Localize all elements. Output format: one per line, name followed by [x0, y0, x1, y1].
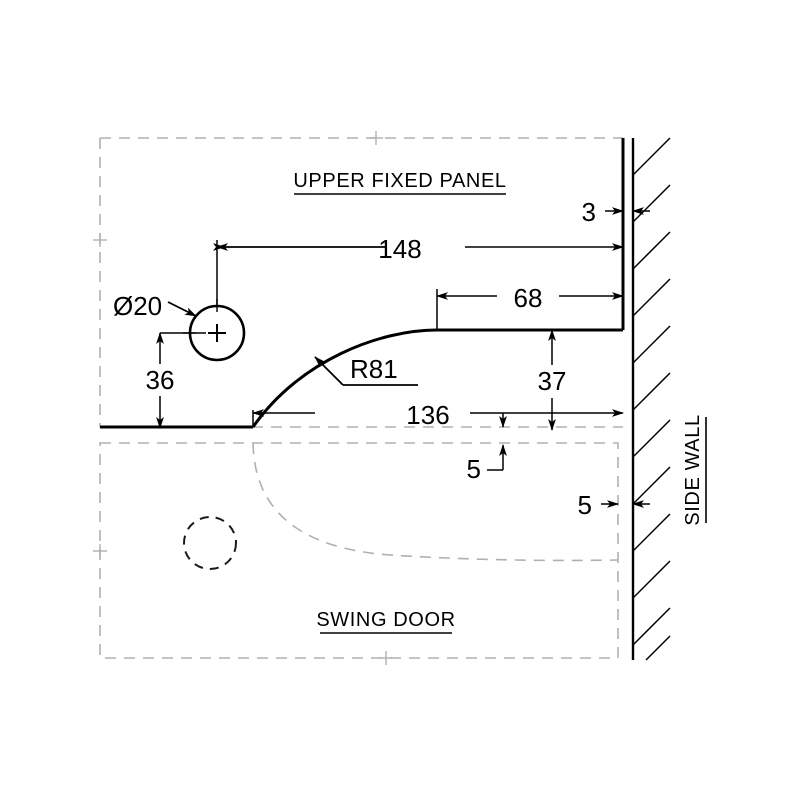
dim-5-wall-label: 5: [578, 490, 592, 520]
diameter-label: Ø20: [113, 291, 162, 321]
upper-panel-hidden-outline: [99, 137, 623, 428]
dim-136-lines: [252, 409, 624, 427]
dim-68-lines: [436, 289, 624, 330]
dim-3-label: 3: [582, 197, 596, 227]
side-wall-label: SIDE WALL: [682, 414, 704, 525]
dim-36-label: 36: [146, 365, 175, 395]
dim-148-lines: [213, 240, 624, 307]
dim-136-label: 136: [406, 400, 449, 430]
swing-door-arc-hidden: [252, 442, 619, 562]
dim-37-label: 37: [538, 366, 567, 396]
upper-panel-label: UPPER FIXED PANEL: [293, 170, 506, 192]
upper-panel-centre-tick: [93, 131, 383, 247]
dim-5-gap-label: 5: [467, 454, 481, 484]
swing-door-hole-hidden: [183, 516, 237, 570]
swing-door-label-group: SWING DOOR: [316, 609, 455, 634]
side-wall-label-group: SIDE WALL: [682, 414, 707, 526]
diameter-leader: [167, 301, 197, 317]
swing-door-label: SWING DOOR: [316, 609, 455, 631]
dim-36-lines: [156, 332, 206, 429]
dim-68-label: 68: [514, 283, 543, 313]
radius-leader: [314, 356, 418, 386]
side-wall-hatching: [632, 137, 671, 661]
radius-label: R81: [350, 354, 398, 384]
dim-148-label: 148: [378, 234, 421, 264]
upper-panel-label-group: UPPER FIXED PANEL: [293, 170, 506, 195]
panel-hole-centre-mark: [208, 324, 226, 342]
dim-5-gap-lines: [487, 413, 507, 471]
swing-door-centre-tick: [93, 544, 393, 665]
